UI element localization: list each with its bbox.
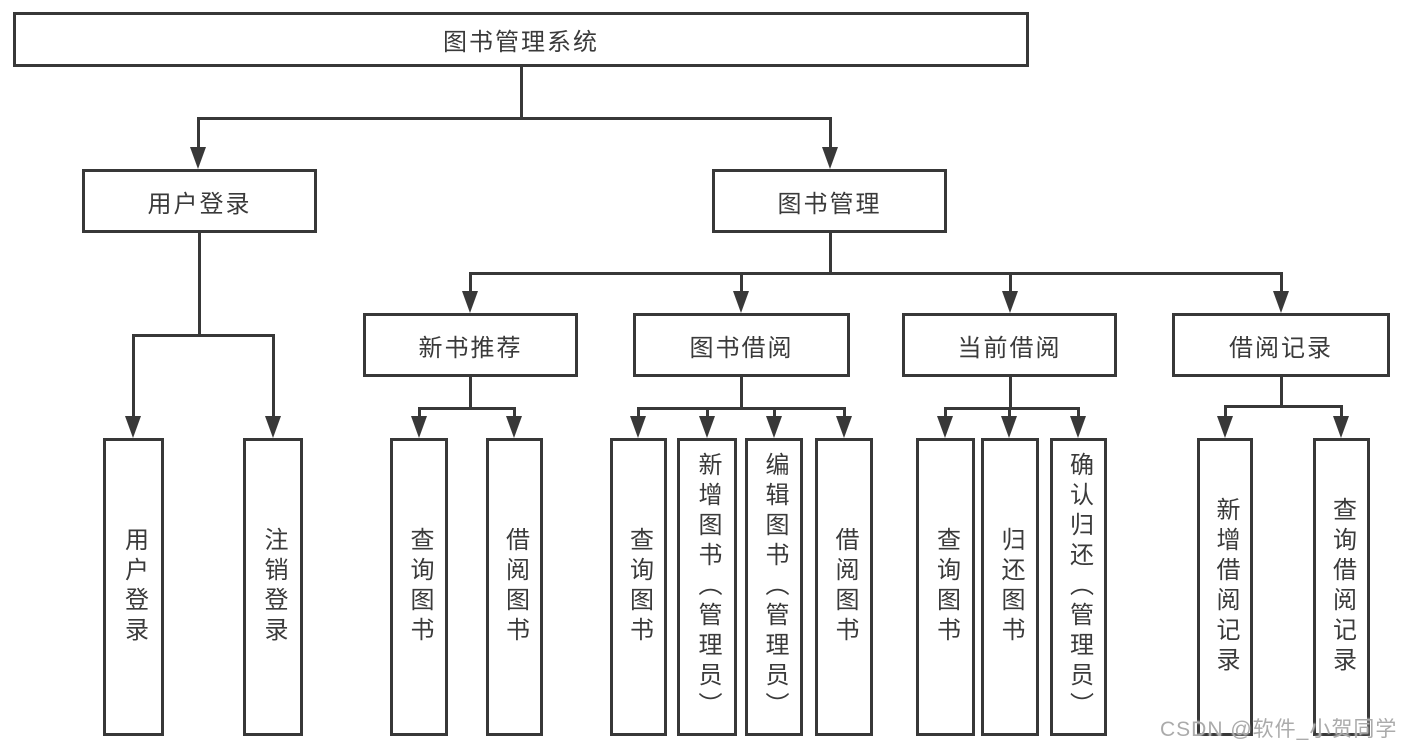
- connector-stub-br-add: [1224, 405, 1227, 419]
- connector-stub-book-management: [829, 117, 832, 149]
- arrowhead-bb-query: [630, 416, 646, 438]
- connector-stub-bb-borrow: [843, 407, 846, 419]
- leaf-nb-borrow-book-label: 借阅图书: [501, 527, 529, 647]
- node-book-borrow: 图书借阅: [633, 313, 850, 377]
- node-new-book-recommend: 新书推荐: [363, 313, 578, 377]
- node-current-borrow-label: 当前借阅: [957, 334, 1062, 362]
- arrowhead-new-book: [462, 291, 478, 313]
- leaf-br-add-record-label: 新增借阅记录: [1212, 497, 1239, 677]
- leaf-logout: 注销登录: [243, 438, 303, 736]
- leaf-bb-query-book: 查询图书: [610, 438, 667, 736]
- connector-stub-nb-borrow: [513, 407, 516, 419]
- node-user-login-label: 用户登录: [147, 190, 252, 218]
- connector-stub-leaf-login: [132, 334, 135, 419]
- arrowhead-bb-add: [699, 416, 715, 438]
- arrowhead-current-borrow: [1002, 291, 1018, 313]
- connector-stub-user-login: [197, 117, 200, 149]
- connector-root-trunk: [520, 67, 523, 119]
- leaf-bb-add-book-admin: 新增图书（管理员）: [677, 438, 737, 736]
- leaf-cb-query-book: 查询图书: [916, 438, 975, 736]
- node-root-system-label: 图书管理系统: [443, 29, 599, 56]
- connector-stub-new-book: [469, 272, 472, 294]
- connector-stub-bb-query: [637, 407, 640, 419]
- node-new-book-recommend-label: 新书推荐: [418, 334, 523, 362]
- node-book-borrow-label: 图书借阅: [689, 334, 794, 362]
- arrowhead-cb-confirm: [1070, 416, 1086, 438]
- arrowhead-borrow-record: [1273, 291, 1289, 313]
- leaf-cb-confirm-return-admin-label: 确认归还（管理员）: [1065, 452, 1093, 722]
- connector-stub-cb-confirm: [1077, 407, 1080, 419]
- leaf-br-query-record: 查询借阅记录: [1313, 438, 1370, 736]
- leaf-nb-query-book: 查询图书: [390, 438, 448, 736]
- leaf-bb-edit-book-admin: 编辑图书（管理员）: [745, 438, 803, 736]
- connector-stub-cb-query: [944, 407, 947, 419]
- connector-branch-book-management: [469, 272, 1282, 275]
- arrowhead-user-login: [190, 147, 206, 169]
- arrowhead-bb-borrow: [836, 416, 852, 438]
- connector-stub-br-query: [1340, 405, 1343, 419]
- arrowhead-leaf-logout: [265, 416, 281, 438]
- node-user-login: 用户登录: [82, 169, 317, 233]
- node-borrow-record: 借阅记录: [1172, 313, 1390, 377]
- connector-stem-br: [1280, 377, 1283, 408]
- connector-branch-user-login: [132, 334, 275, 337]
- connector-stem-book-management: [829, 233, 832, 275]
- connector-stub-borrow-record: [1280, 272, 1283, 294]
- csdn-watermark: CSDN @软件_小贺同学: [1160, 718, 1398, 741]
- arrowhead-br-add: [1217, 416, 1233, 438]
- arrowhead-br-query: [1333, 416, 1349, 438]
- connector-stub-cb-return: [1008, 407, 1011, 419]
- connector-stem-user-login: [198, 233, 201, 336]
- arrowhead-nb-query: [411, 416, 427, 438]
- arrowhead-leaf-login: [125, 416, 141, 438]
- leaf-cb-return-book-label: 归还图书: [997, 527, 1024, 647]
- leaf-cb-return-book: 归还图书: [981, 438, 1039, 736]
- connector-stub-nb-query: [418, 407, 421, 419]
- node-root-system: 图书管理系统: [13, 12, 1029, 67]
- leaf-nb-borrow-book: 借阅图书: [486, 438, 543, 736]
- leaf-bb-query-book-label: 查询图书: [625, 527, 653, 647]
- connector-stem-new-book: [469, 377, 472, 410]
- leaf-logout-label: 注销登录: [260, 527, 287, 647]
- leaf-bb-add-book-admin-label: 新增图书（管理员）: [694, 452, 721, 722]
- node-current-borrow: 当前借阅: [902, 313, 1117, 377]
- connector-stem-cb: [1009, 377, 1012, 410]
- connector-branch-bb: [637, 407, 845, 410]
- connector-root-branch: [197, 117, 832, 120]
- leaf-cb-confirm-return-admin: 确认归还（管理员）: [1050, 438, 1107, 736]
- leaf-user-login-label: 用户登录: [120, 527, 148, 647]
- leaf-bb-edit-book-admin-label: 编辑图书（管理员）: [761, 452, 788, 722]
- connector-stub-current-borrow: [1009, 272, 1012, 294]
- connector-branch-br: [1224, 405, 1343, 408]
- leaf-cb-query-book-label: 查询图书: [932, 527, 960, 647]
- leaf-br-add-record: 新增借阅记录: [1197, 438, 1253, 736]
- connector-stem-bb: [740, 377, 743, 410]
- leaf-nb-query-book-label: 查询图书: [406, 527, 433, 647]
- arrowhead-nb-borrow: [506, 416, 522, 438]
- leaf-bb-borrow-book-label: 借阅图书: [831, 527, 858, 647]
- connector-branch-cb: [944, 407, 1079, 410]
- arrowhead-cb-return: [1001, 416, 1017, 438]
- node-book-management: 图书管理: [712, 169, 947, 233]
- node-borrow-record-label: 借阅记录: [1229, 334, 1333, 362]
- leaf-user-login: 用户登录: [103, 438, 164, 736]
- leaf-br-query-record-label: 查询借阅记录: [1328, 497, 1356, 677]
- connector-stub-bb-edit: [773, 407, 776, 419]
- arrowhead-bb-edit: [766, 416, 782, 438]
- leaf-bb-borrow-book: 借阅图书: [815, 438, 873, 736]
- arrowhead-cb-query: [937, 416, 953, 438]
- connector-stub-book-borrow: [740, 272, 743, 294]
- connector-stub-bb-add: [706, 407, 709, 419]
- connector-branch-new-book: [418, 407, 516, 410]
- connector-stub-leaf-logout: [272, 334, 275, 419]
- arrowhead-book-management: [822, 147, 838, 169]
- node-book-management-label: 图书管理: [777, 190, 882, 218]
- arrowhead-book-borrow: [733, 291, 749, 313]
